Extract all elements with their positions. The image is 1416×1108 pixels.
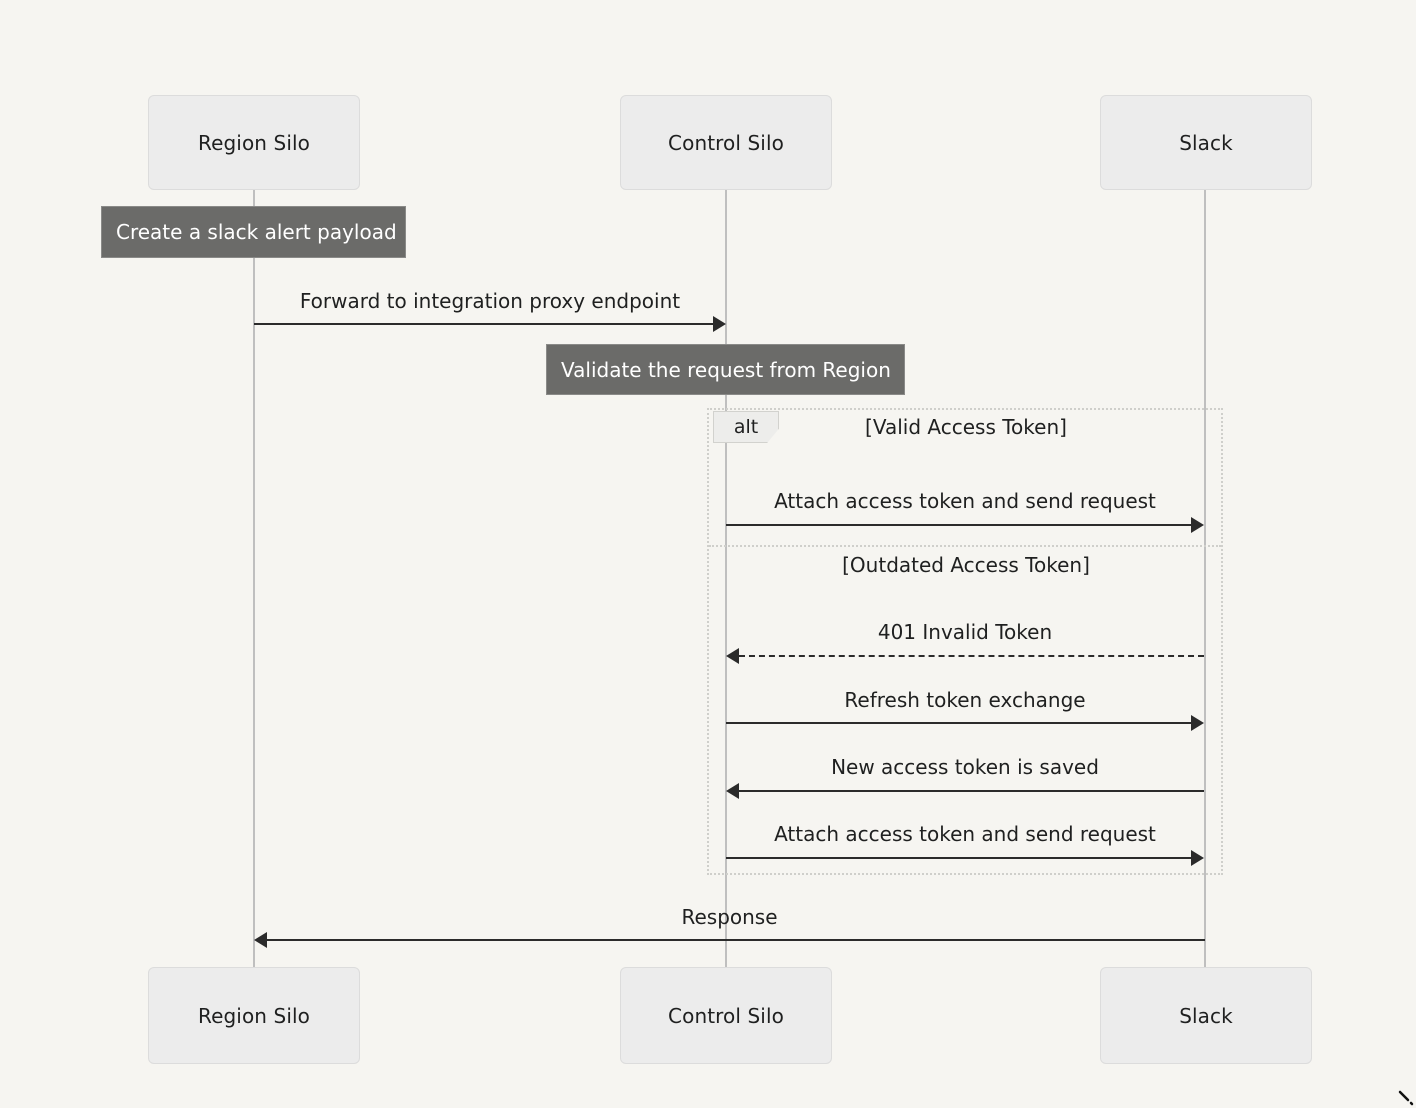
alt-fragment-divider bbox=[709, 545, 1221, 547]
lifeline-slack bbox=[1204, 190, 1206, 970]
alt-fragment-box bbox=[707, 408, 1223, 875]
participant-bottom-slack[interactable]: Slack bbox=[1100, 967, 1312, 1064]
message-text: Refresh token exchange bbox=[844, 688, 1086, 712]
participant-label: Control Silo bbox=[668, 130, 784, 155]
participant-top-slack[interactable]: Slack bbox=[1100, 95, 1312, 190]
message-text: Forward to integration proxy endpoint bbox=[299, 289, 681, 313]
resize-handle-icon[interactable] bbox=[1398, 1090, 1414, 1106]
message-line-refresh bbox=[726, 722, 1192, 724]
message-line-attach-valid bbox=[726, 524, 1192, 526]
lifeline-region-silo bbox=[253, 190, 255, 970]
alt-condition-text: [Outdated Access Token] bbox=[842, 553, 1090, 577]
message-arrowhead-attach-valid bbox=[1191, 517, 1204, 533]
note-validate-the-request-from-region: Validate the request from Region bbox=[546, 344, 905, 395]
message-arrowhead-new-token bbox=[726, 783, 739, 799]
message-line-forward bbox=[254, 323, 714, 325]
message-label-401-invalid-token: 401 Invalid Token bbox=[726, 620, 1204, 644]
alt-tag-label: alt bbox=[733, 416, 759, 438]
message-label-new-access-token-is-saved: New access token is saved bbox=[726, 755, 1204, 779]
message-label-response: Response bbox=[254, 905, 1205, 929]
message-line-new-token bbox=[739, 790, 1204, 792]
message-arrowhead-401 bbox=[726, 648, 739, 664]
message-label-attach-access-token-valid: Attach access token and send request bbox=[726, 489, 1204, 513]
note-text: Validate the request from Region bbox=[561, 357, 891, 382]
participant-label: Region Silo bbox=[198, 1003, 310, 1028]
message-arrowhead-refresh bbox=[1191, 715, 1204, 731]
alt-condition-outdated-access-token: [Outdated Access Token] bbox=[726, 553, 1206, 577]
message-arrowhead-response bbox=[254, 932, 267, 948]
note-create-slack-alert-payload: Create a slack alert payload bbox=[101, 206, 406, 258]
message-arrowhead-attach-outdated bbox=[1191, 850, 1204, 866]
participant-top-region-silo[interactable]: Region Silo bbox=[148, 95, 360, 190]
message-arrowhead-forward bbox=[713, 316, 726, 332]
alt-condition-text: [Valid Access Token] bbox=[865, 415, 1067, 439]
participant-bottom-control-silo[interactable]: Control Silo bbox=[620, 967, 832, 1064]
message-label-forward-to-integration-proxy-endpoint: Forward to integration proxy endpoint bbox=[254, 289, 726, 313]
message-text: Attach access token and send request bbox=[774, 822, 1156, 846]
message-label-attach-access-token-outdated: Attach access token and send request bbox=[726, 822, 1204, 846]
message-label-refresh-token-exchange: Refresh token exchange bbox=[726, 688, 1204, 712]
participant-label: Slack bbox=[1179, 130, 1233, 155]
alt-fragment-tag: alt bbox=[713, 411, 779, 443]
participant-top-control-silo[interactable]: Control Silo bbox=[620, 95, 832, 190]
message-text: New access token is saved bbox=[831, 755, 1099, 779]
message-text: Attach access token and send request bbox=[774, 489, 1156, 513]
message-line-401 bbox=[739, 655, 1204, 657]
lifeline-control-silo bbox=[725, 190, 727, 970]
message-text: Response bbox=[681, 905, 778, 929]
alt-condition-valid-access-token: [Valid Access Token] bbox=[726, 415, 1206, 439]
message-line-attach-outdated bbox=[726, 857, 1192, 859]
participant-label: Slack bbox=[1179, 1003, 1233, 1028]
message-line-response bbox=[267, 939, 1205, 941]
note-text: Create a slack alert payload bbox=[116, 220, 397, 244]
participant-label: Region Silo bbox=[198, 130, 310, 155]
participant-label: Control Silo bbox=[668, 1003, 784, 1028]
participant-bottom-region-silo[interactable]: Region Silo bbox=[148, 967, 360, 1064]
message-text: 401 Invalid Token bbox=[877, 620, 1053, 644]
